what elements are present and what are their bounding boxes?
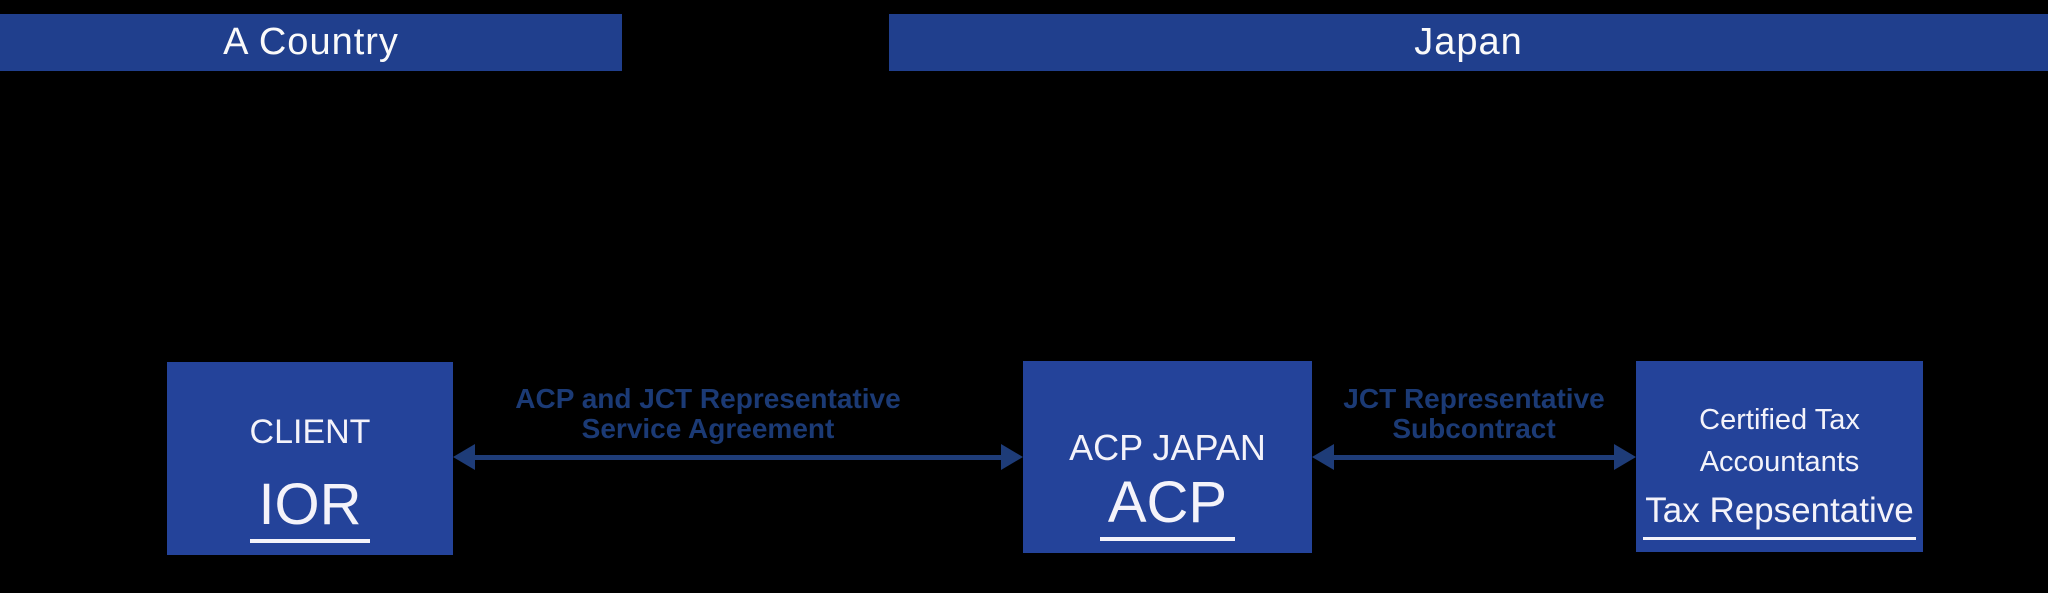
node-tax-accountants: Certified Tax Accountants Tax Repsentati… [1636,361,1923,552]
arrow-shaft [1334,454,1614,460]
arrowhead-right-icon [1614,444,1636,470]
client-role-underlined: IOR [250,474,370,543]
node-client-ior: CLIENT IOR [167,362,453,555]
tax-line1: Certified Tax [1699,404,1860,437]
client-title: CLIENT [249,412,371,451]
tax-role-underlined: Tax Repsentative [1643,488,1916,540]
tax-line2: Accountants [1699,446,1860,479]
double-arrow-client-acp [453,443,1023,471]
label-service-agreement-line2: Service Agreement [581,413,835,444]
label-subcontract: JCT Representative Subcontract [1292,384,1656,444]
node-acp-japan: ACP JAPAN ACP [1023,361,1312,553]
region-band-a-country: A Country [0,14,622,71]
arrow-shaft [475,454,1001,460]
label-service-agreement: ACP and JCT Representative Service Agree… [423,384,993,444]
double-arrow-acp-tax [1312,443,1636,471]
region-band-a-country-label: A Country [223,21,399,63]
arrowhead-right-icon [1001,444,1023,470]
acp-title: ACP JAPAN [1069,426,1266,468]
label-service-agreement-line1: ACP and JCT Representative [515,383,901,414]
arrowhead-left-icon [453,444,475,470]
region-band-japan: Japan [889,14,2048,71]
region-band-japan-label: Japan [1414,21,1523,63]
arrowhead-left-icon [1312,444,1334,470]
acp-role-underlined: ACP [1099,472,1236,541]
label-subcontract-line1: JCT Representative [1343,383,1605,414]
label-subcontract-line2: Subcontract [1392,413,1556,444]
